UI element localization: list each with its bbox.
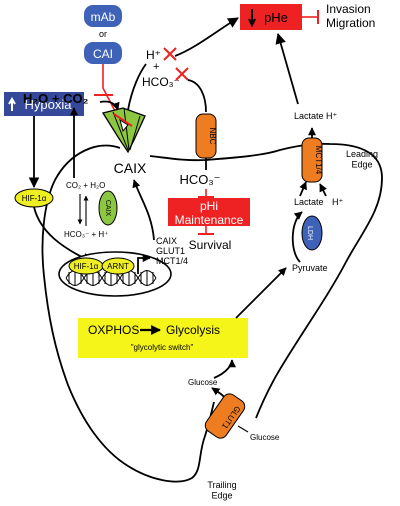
ldh-label: LDH — [306, 226, 313, 240]
down-arrow-icon — [248, 9, 256, 28]
lactate-to-mct-arrow — [299, 181, 307, 197]
glycolysis-to-pyruvate-arrow — [235, 267, 287, 319]
gene-mct: MCT1/4 — [156, 256, 188, 266]
glycolysis-box: OXPHOS Glycolysis "glycolytic switch" — [78, 318, 248, 358]
lactate-out-label: Lactate H⁺ — [294, 111, 338, 121]
pyruvate-to-lactate-arrow — [291, 211, 303, 263]
h2o-co2-label: H₂O + CO₂ — [23, 91, 89, 106]
h-in-label: H⁺ — [332, 197, 343, 207]
hif-label: HIF-1α — [22, 194, 47, 203]
nucleus-hif-label: HIF-1α — [74, 262, 99, 271]
phe-box: pHe — [240, 4, 302, 30]
co2-to-caix-arrow — [99, 100, 120, 111]
ldh-enzyme: LDH — [301, 215, 323, 251]
hypoxia-label: Hypoxia — [25, 97, 73, 112]
cai-inhibition-line — [102, 64, 117, 114]
mab-label: mAb — [91, 10, 116, 24]
glycolytic-switch-label: "glycolytic switch" — [131, 343, 194, 352]
glut-transporter: GLUT1 — [204, 393, 246, 439]
h-in-to-mct-arrow — [319, 183, 327, 197]
hco3-inside-label: HCO₃⁻ — [179, 172, 220, 187]
survival-label: Survival — [189, 238, 232, 252]
gene-caix: CAIX — [156, 236, 177, 246]
eq-bottom-label: HCO₃⁻ + H⁺ — [64, 230, 108, 239]
eq-top-label: CO₂ + H₂O — [66, 181, 105, 190]
oxphos-label: OXPHOS — [88, 323, 139, 337]
cross-icon — [175, 67, 189, 81]
gene-transcription-arrow — [137, 253, 151, 274]
caix-inhibition-bar — [113, 113, 133, 127]
nucleus: HIF-1α ARNT — [58, 251, 172, 297]
h-to-phe-arrow — [174, 17, 239, 57]
caix-to-h-arrow — [127, 63, 147, 111]
glycolysis-label: Glycolysis — [166, 323, 220, 337]
gene-glut1: GLUT1 — [156, 246, 185, 256]
pyruvate-label: Pyruvate — [292, 263, 328, 273]
mct-label: MCT1/4 — [314, 146, 323, 175]
caix-enzyme — [101, 107, 146, 154]
phe-label: pHe — [264, 10, 288, 25]
cai-label: CAI — [93, 47, 113, 61]
hif-badge: HIF-1α — [14, 188, 54, 208]
h-plus-label: H⁺ — [146, 48, 161, 62]
gene-to-caix-arrow — [132, 179, 155, 241]
mab-badge: mAb — [84, 5, 122, 27]
lactate-in-label: Lactate — [294, 197, 324, 207]
eq-enzyme-label: CAIX — [104, 200, 111, 217]
plus-label: + — [153, 61, 159, 73]
caix-label: CAIX — [114, 160, 147, 176]
glucose-to-glycolysis-arrow — [213, 359, 237, 379]
up-arrow-icon — [8, 97, 16, 111]
nbc-transporter: NBC — [195, 113, 217, 159]
cross-icon — [163, 47, 177, 61]
lactate-to-phe-arrow — [275, 32, 299, 105]
glucose-out-label: Glucose — [250, 433, 280, 442]
cai-badge: CAI — [84, 42, 122, 64]
glucose-out-line — [237, 425, 249, 433]
glucose-in-label: Glucose — [188, 378, 218, 387]
mct-transporter: MCT1/4 — [301, 137, 323, 183]
arnt-label: ARNT — [107, 262, 129, 271]
hco3-label: HCO₃⁻ — [142, 75, 180, 89]
arnt-badge — [101, 257, 135, 275]
nbc-label: NBC — [208, 128, 217, 145]
hco3-to-nbc-arrow — [187, 79, 207, 113]
or-label: or — [99, 29, 107, 39]
gene-list: CAIX GLUT1 MCT1/4 — [156, 236, 188, 266]
cell-membrane — [41, 142, 383, 483]
caix-enzyme-inner: CAIX — [98, 190, 118, 226]
